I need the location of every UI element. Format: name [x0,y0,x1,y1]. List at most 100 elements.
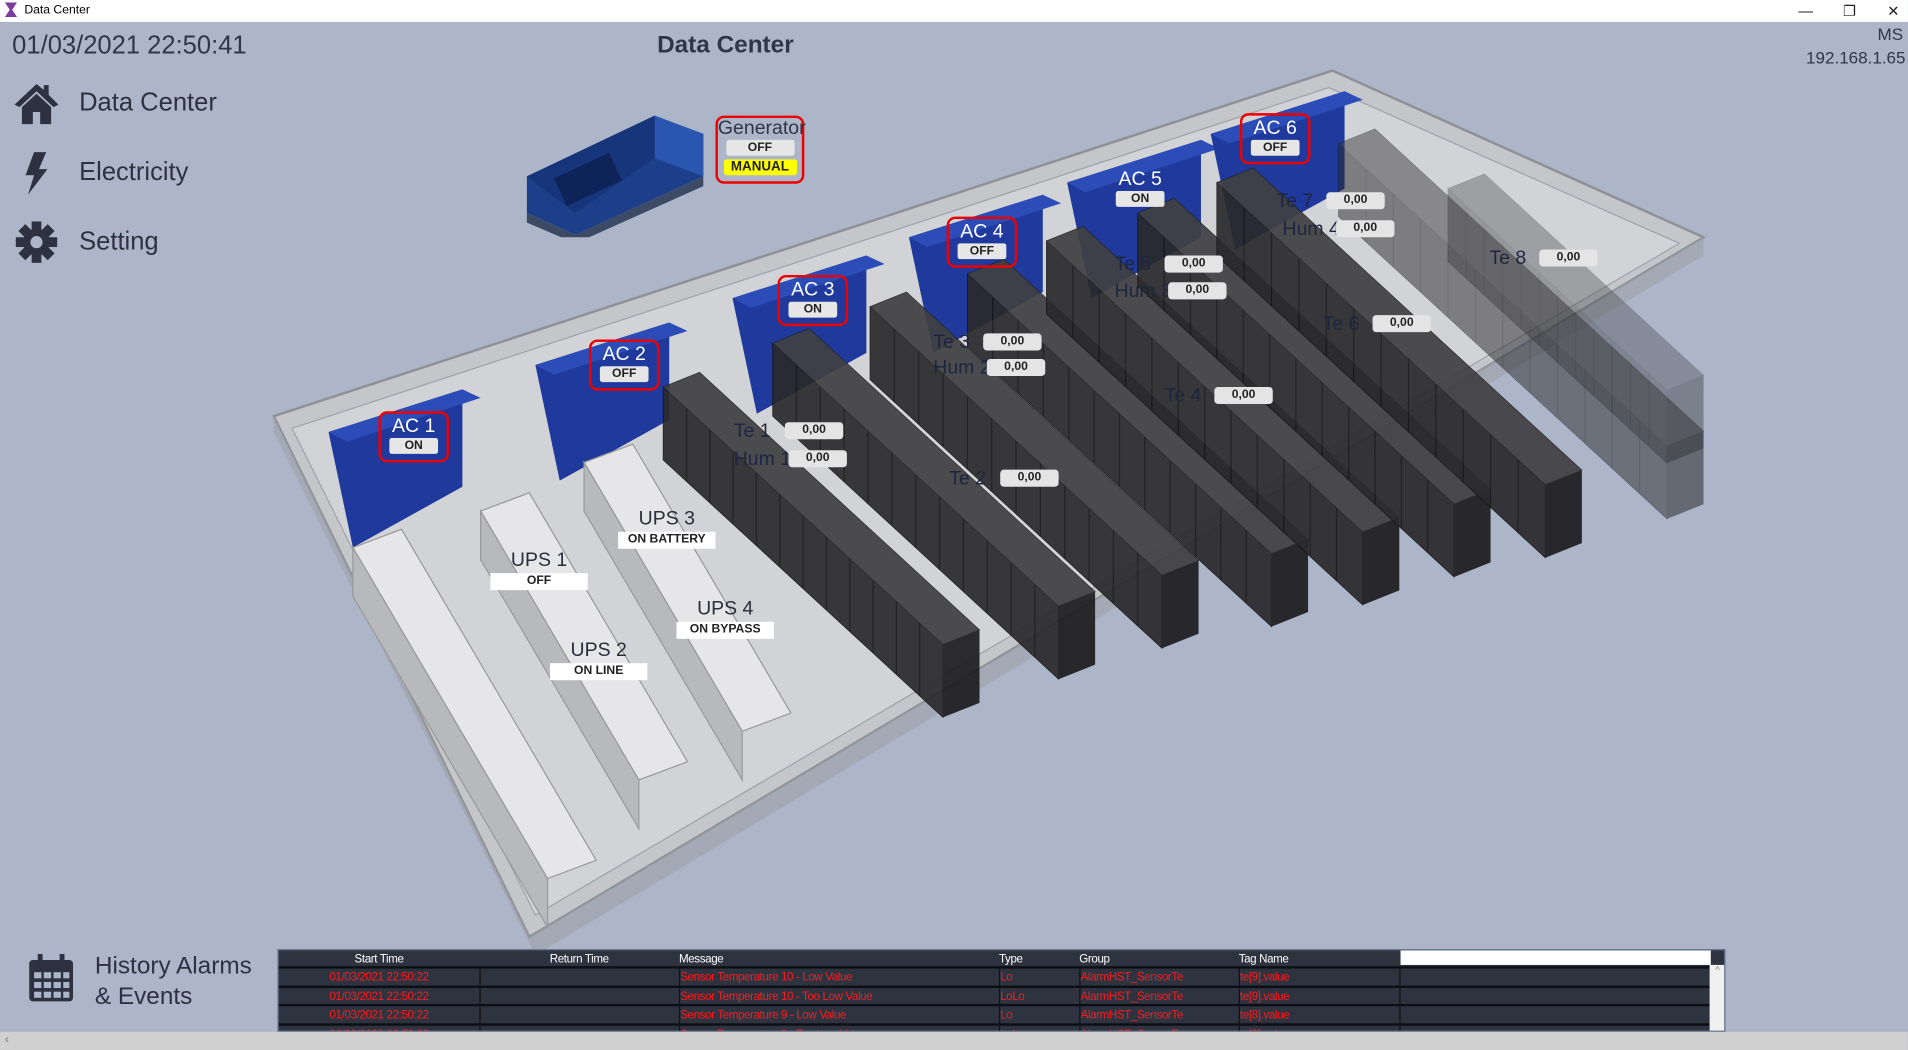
ac-unit-top [1210,91,1363,144]
lightning-icon [25,152,48,195]
datetime: 01/03/2021 22:50:41 [12,31,247,60]
home-icon [14,83,59,125]
sensor-value: 0,00 [1214,386,1273,404]
rack-row [771,328,1096,681]
alarm-cell: Sensor Temperature 10 - Too Low Value [680,989,873,1004]
alarm-cell: AlarmHST_SensorTe [1080,1008,1184,1023]
ac-label: AC 1 [392,416,436,437]
window-title: Data Center [24,3,90,18]
generator-state: OFF [725,139,794,156]
sensor-label: Te 4 [1164,385,1202,407]
rack-row-end [1667,431,1704,519]
sensor-value: 0,00 [1336,220,1395,238]
sensor-value: 0,00 [1164,255,1223,273]
alarm-cell: Lo [1000,971,1013,985]
column-header[interactable]: Message [678,952,724,967]
rack-row [1447,173,1705,464]
ups-cabinet-side [352,545,549,930]
column-header[interactable]: Tag Name [1238,952,1289,967]
alarm-cell: LoLo [1000,1028,1025,1031]
rack-row-top [662,371,981,645]
column-header[interactable]: Start Time [354,952,404,967]
ac-state: ON [1115,191,1165,207]
sensor-label: Te 2 [949,468,986,490]
horizontal-scrollbar[interactable]: ‹ [0,1031,1908,1050]
nav-data-center[interactable]: Data Center [12,80,217,126]
scroll-left-icon[interactable]: ‹ [4,1033,9,1047]
ac-state: ON [788,301,838,318]
sensor-label: Hum 1 [733,448,792,470]
column-separator [998,1006,1001,1025]
ac-label: AC 5 [1118,169,1162,190]
rack-row-top [869,291,1200,576]
history-alarms-button[interactable]: History Alarms & Events [24,949,267,1016]
column-separator [479,1006,481,1025]
column-header[interactable]: Group [1079,952,1110,967]
alarm-table-scrollbar[interactable]: ^ [1709,964,1725,1031]
sensor-value: 0,00 [983,333,1042,351]
alarm-cell: 01/03/2021 22:50:22 [279,1028,480,1031]
title-bar: Data Center — ❐ ✕ [0,0,1908,22]
alarm-cell: te[8].value [1239,1008,1290,1023]
nav-label: Setting [79,227,159,256]
sensor-label: Te 5 [1114,254,1152,275]
sensor-value: 0,00 [784,422,844,440]
close-button[interactable]: ✕ [1887,2,1900,20]
alarm-table[interactable]: Start Time Return Time Message Type Group Tag… [277,949,1726,1032]
app-logo-icon [4,2,18,18]
column-separator [1079,987,1081,1006]
column-header[interactable]: Type [998,952,1023,967]
ac-label: AC 6 [1253,118,1297,139]
column-separator [1238,968,1240,987]
restore-button[interactable]: ❐ [1842,2,1857,20]
sensor-value: 0,00 [1372,315,1431,333]
sensor-value: 0,00 [1000,469,1059,487]
column-separator [998,987,1001,1006]
alarm-cell: te[9].value [1239,989,1290,1004]
alarm-cell: 01/03/2021 22:50:22 [329,971,429,985]
sensor-label: Te 3 [933,332,971,353]
ac-unit-top [1067,139,1220,193]
column-separator [1399,1025,1401,1031]
ac-unit-top [328,389,481,442]
column-separator [1399,987,1401,1006]
column-separator [1079,1025,1081,1031]
column-separator [678,1025,681,1031]
generator-status[interactable]: Generator OFF MANUAL [715,115,806,184]
sensor-label: Hum 3 [1114,281,1172,302]
column-header[interactable]: Return Time [549,952,609,967]
ups-state: ON BYPASS [676,621,774,639]
column-separator [1079,1006,1081,1025]
sensor-label: Hum 2 [933,357,991,379]
column-separator [1399,968,1401,987]
nav-setting[interactable]: Setting [12,219,159,265]
column-separator [998,968,1001,987]
column-separator [998,1025,1001,1031]
nav-electricity[interactable]: Electricity [12,150,188,196]
rack-row-end [1058,591,1096,680]
alarm-cell: te[9].value [1239,971,1290,985]
generator-label: Generator [717,118,806,139]
rack-row [662,371,981,719]
ups-state: ON BATTERY [618,531,716,549]
rack-row-end [1271,539,1309,627]
user-label: MS [1877,24,1904,44]
minimize-button[interactable]: — [1798,2,1814,20]
ups-label: UPS 2 [570,640,627,661]
alarm-cell: LoLo [1000,989,1025,1004]
